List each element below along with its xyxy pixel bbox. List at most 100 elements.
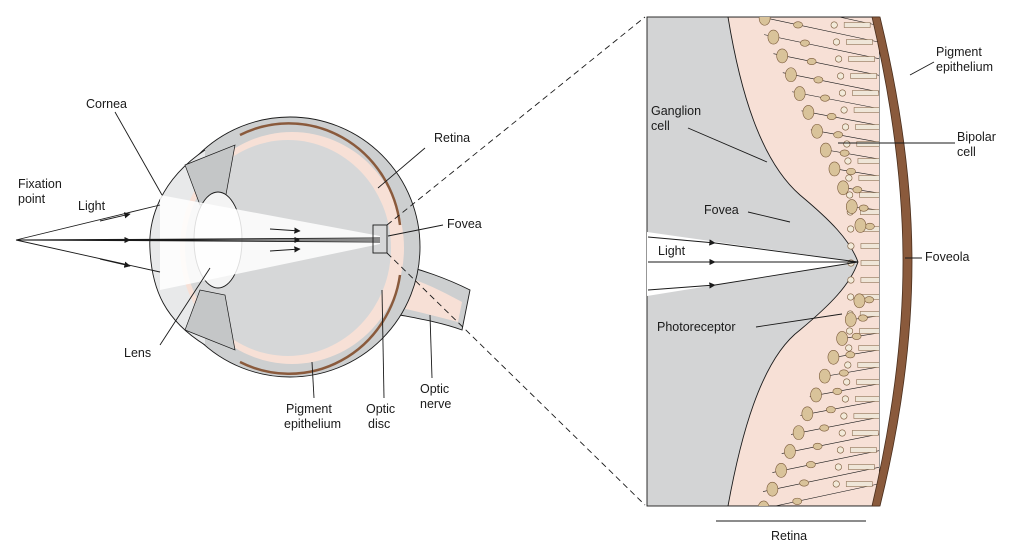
photoreceptor-outer-segment <box>857 158 879 164</box>
ganglion-cell <box>784 444 796 459</box>
ganglion-cell <box>775 463 787 478</box>
ganglion-cell <box>758 17 771 26</box>
photoreceptor-process <box>759 17 879 43</box>
photoreceptor-nucleus <box>844 361 852 369</box>
photoreceptor-outer-segment <box>855 396 879 402</box>
photoreceptor-outer-segment <box>853 413 879 419</box>
bipolar-cell <box>839 149 850 157</box>
photoreceptor-outer-segment <box>853 107 879 113</box>
bipolar-cell <box>858 314 868 322</box>
photoreceptor-outer-segment <box>850 73 877 79</box>
ganglion-cell <box>836 331 848 346</box>
photoreceptor-outer-segment <box>848 464 875 470</box>
bipolar-cell <box>845 351 856 359</box>
photoreceptor-nucleus <box>837 72 845 80</box>
ganglion-cell <box>785 67 797 83</box>
detail-light-ray-lower <box>714 261 859 286</box>
label-lens: Lens <box>124 346 151 360</box>
label-fovea: Fovea <box>447 217 482 231</box>
leader-detail-photoreceptor <box>755 313 843 328</box>
label-detail-pigment-line2: epithelium <box>936 60 993 74</box>
bipolar-cell <box>858 204 869 212</box>
arrow-upper-2 <box>269 227 301 234</box>
bipolar-cell <box>812 442 823 450</box>
ganglion-cell <box>792 425 805 440</box>
photoreceptor-nucleus <box>846 191 854 199</box>
bipolar-cell <box>799 479 809 487</box>
photoreceptor-outer-segment <box>852 90 879 96</box>
photoreceptor-outer-segment <box>856 141 879 147</box>
photoreceptor-nucleus <box>843 378 851 386</box>
photoreceptor-outer-segment <box>845 481 873 487</box>
bipolar-cell <box>813 76 824 84</box>
ganglion-cell <box>853 293 866 309</box>
ganglion-cell <box>758 500 770 506</box>
photoreceptor-nucleus <box>845 174 853 182</box>
leader-detail-fovea <box>747 211 791 223</box>
bipolar-cell <box>839 369 849 377</box>
leader-detail-pigment <box>909 61 935 76</box>
label-optic-disc-line1: Optic <box>366 402 395 416</box>
bipolar-cell <box>787 3 796 9</box>
label-detail-foveola: Foveola <box>925 250 970 264</box>
bipolar-cell <box>806 57 817 65</box>
photoreceptor-process <box>782 72 879 93</box>
light-ray-upper-in <box>15 204 161 241</box>
photoreceptor-outer-segment <box>855 124 879 130</box>
ganglion-cell <box>819 142 832 158</box>
bipolar-cell <box>865 222 875 230</box>
leader-lens <box>159 267 211 346</box>
photoreceptor-nucleus <box>830 21 838 29</box>
light-beam <box>647 232 858 296</box>
ganglion-cell <box>827 349 840 365</box>
photoreceptor-nucleus <box>846 327 854 335</box>
ganglion-cell <box>750 0 761 6</box>
ganglion-cell <box>811 123 823 139</box>
bipolar-cell <box>826 112 837 120</box>
bipolar-cell <box>833 131 843 139</box>
photoreceptor-nucleus <box>847 293 855 301</box>
eye-cross-section: Cornea Fixation point Light Lens Retina … <box>15 97 482 431</box>
bipolar-cell <box>806 461 816 469</box>
leader-detail-ganglion <box>687 127 768 163</box>
detail-light-arrow-upper <box>647 236 716 246</box>
photoreceptor-outer-segment <box>846 39 873 45</box>
bipolar-cell <box>792 497 803 505</box>
ganglion-cell <box>802 105 815 120</box>
label-optic-nerve-line1: Optic <box>420 382 449 396</box>
ganglion-cell <box>854 218 867 233</box>
cell-layer <box>750 0 879 506</box>
photoreceptor-outer-segment <box>850 447 877 453</box>
ganglion-cell <box>766 481 779 497</box>
fovea-detail: Pigment epithelium Ganglion cell Bipolar… <box>646 0 996 543</box>
label-detail-light: Light <box>658 244 686 258</box>
ganglion-cell <box>844 312 857 327</box>
photoreceptor-process <box>762 466 879 492</box>
photoreceptor-process <box>837 17 877 26</box>
leader-optic-nerve <box>429 314 433 379</box>
bipolar-cell <box>800 39 810 47</box>
photoreceptor-outer-segment <box>851 430 879 436</box>
label-detail-pigment-line1: Pigment <box>936 45 982 59</box>
leader-optic-disc <box>381 289 385 399</box>
zoom-line-top <box>386 16 646 226</box>
photoreceptor-nucleus <box>847 242 855 250</box>
bipolar-cell <box>846 167 856 175</box>
arrow-lower <box>99 258 131 268</box>
bipolar-cell <box>832 387 843 395</box>
bipolar-cell <box>819 424 830 432</box>
photoreceptor-nucleus <box>834 463 842 471</box>
photoreceptor-nucleus <box>844 157 852 165</box>
photoreceptor-nucleus <box>847 276 855 284</box>
label-cornea: Cornea <box>86 97 127 111</box>
bipolar-cell <box>851 332 862 340</box>
photoreceptor-nucleus <box>838 89 846 97</box>
ganglion-cell <box>776 48 788 64</box>
light-ray-lower <box>15 239 381 243</box>
ganglion-cell <box>818 368 831 384</box>
photoreceptor-outer-segment <box>860 277 879 283</box>
photoreceptor-nucleus <box>845 344 853 352</box>
photoreceptor-nucleus <box>838 429 846 437</box>
photoreceptor-nucleus <box>832 480 840 488</box>
